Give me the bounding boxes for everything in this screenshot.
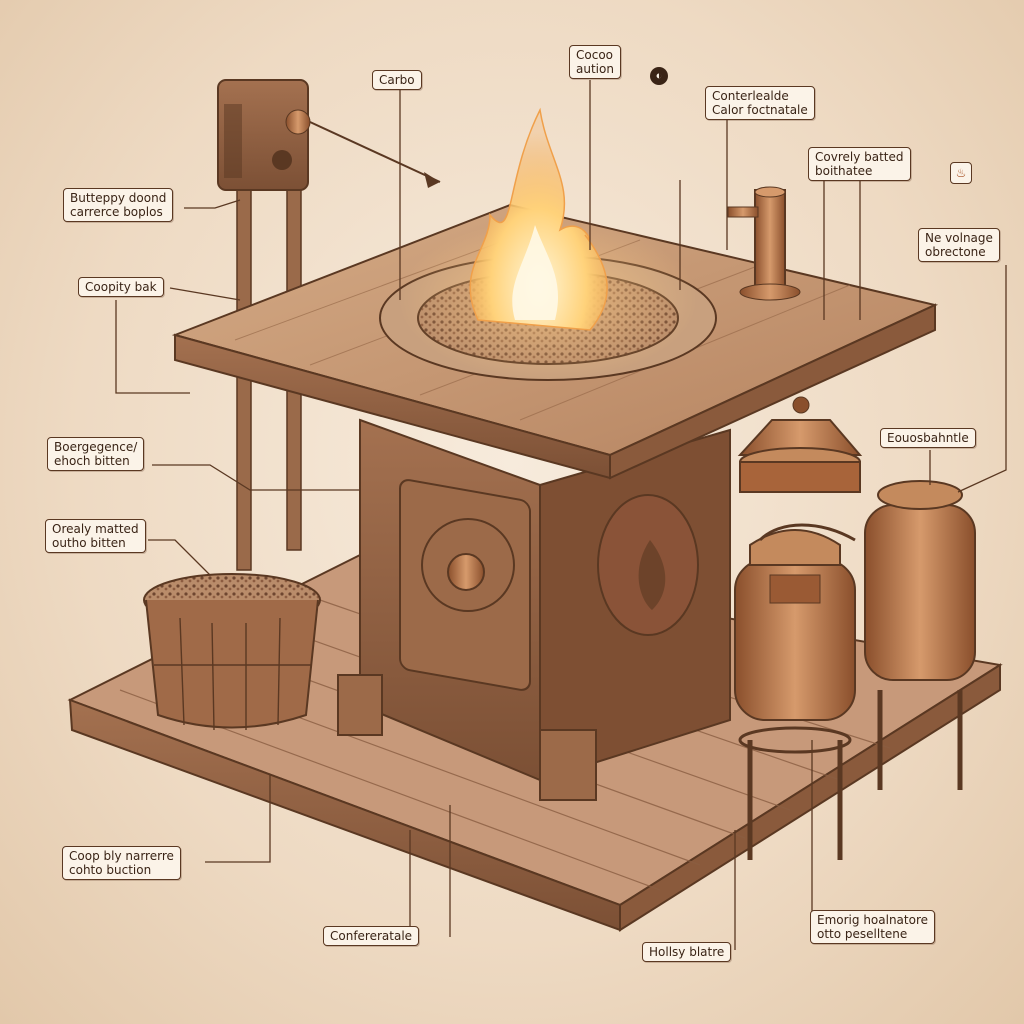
igniter-fitting bbox=[727, 186, 801, 301]
callout-line: ehoch bitten bbox=[54, 454, 130, 468]
fire-flame bbox=[469, 107, 608, 331]
gravel-basket bbox=[143, 573, 321, 731]
callout-consterable: Conterlealde Calor foctnatale bbox=[705, 86, 815, 120]
control-box-pole bbox=[217, 79, 441, 571]
callout-line: otto peselltene bbox=[817, 927, 908, 941]
callout-line: Confereratale bbox=[330, 929, 413, 943]
callout-bottom-left: Coop bly narrerre cohto buction bbox=[62, 846, 181, 880]
leader-lines bbox=[115, 80, 1007, 950]
callout-carbo: Carbo bbox=[372, 70, 422, 90]
info-dot-icon: ◐ bbox=[650, 67, 668, 85]
callout-line: Calor foctnatale bbox=[712, 103, 808, 117]
propane-tank-front bbox=[734, 529, 856, 860]
callout-line: Coopity bak bbox=[85, 280, 157, 294]
callout-line: Eouosbahntle bbox=[887, 431, 969, 445]
callout-coverly: Covrely batted boithatee bbox=[808, 147, 911, 181]
callout-line: boithatee bbox=[815, 164, 873, 178]
callout-line: aution bbox=[576, 62, 614, 76]
callout-line: outho bitten bbox=[52, 536, 126, 550]
callout-line: Emorig hoalnatore bbox=[817, 913, 929, 927]
callout-orealy: Orealy matted outho bitten bbox=[45, 519, 146, 553]
callout-bottom-mid: Hollsy blatre bbox=[642, 942, 732, 962]
callout-line: obrectone bbox=[925, 245, 986, 259]
callout-line: cohto buction bbox=[69, 863, 152, 877]
callout-emergency: Boergegence/ ehoch bitten bbox=[47, 437, 145, 471]
callout-line: Cocoo bbox=[576, 48, 614, 62]
stove-cabinet bbox=[337, 418, 731, 801]
propane-tank-back bbox=[758, 480, 976, 790]
callout-line: Ne volnage bbox=[925, 231, 993, 245]
callout-line: Conterlealde bbox=[712, 89, 789, 103]
flame-icon: ♨ bbox=[950, 162, 972, 184]
callout-line: carrerce boplos bbox=[70, 205, 163, 219]
callout-eouoonatle: Eouosbahntle bbox=[880, 428, 976, 448]
callout-top-left: Butteppy doond carrerce boplos bbox=[63, 188, 174, 222]
callout-cooply-bak: Coopity bak bbox=[78, 277, 164, 297]
callout-line: Boergegence/ bbox=[54, 440, 138, 454]
callout-line: Butteppy doond bbox=[70, 191, 167, 205]
callout-line: Covrely batted bbox=[815, 150, 904, 164]
callout-line: Hollsy blatre bbox=[649, 945, 725, 959]
callout-bottom-center: Confereratale bbox=[323, 926, 420, 946]
callout-line: Coop bly narrerre bbox=[69, 849, 174, 863]
callout-no-volnage: Ne volnage obrectone bbox=[918, 228, 1000, 262]
callout-bottom-right: Emorig hoalnatore otto peselltene bbox=[810, 910, 936, 944]
callout-line: Orealy matted bbox=[52, 522, 139, 536]
callout-line: Carbo bbox=[379, 73, 415, 87]
callout-cocoo: Cocoo aution bbox=[569, 45, 621, 79]
gas-regulator bbox=[737, 396, 863, 493]
